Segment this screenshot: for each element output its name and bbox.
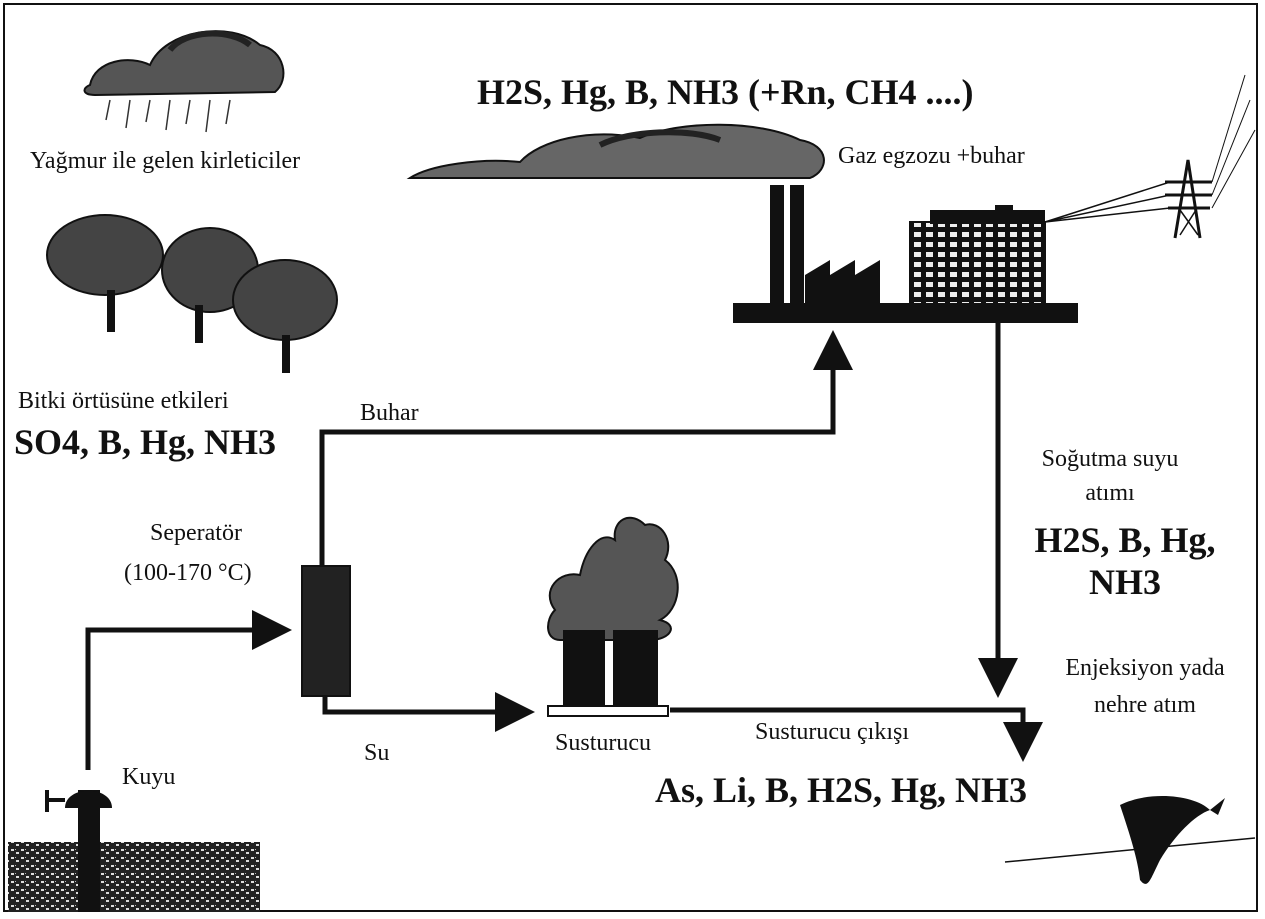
rain-label: Yağmur ile gelen kirleticiler	[30, 148, 301, 174]
steam-cloud-icon	[406, 123, 825, 179]
injection-label-line2: nehre atım	[1094, 692, 1196, 718]
silencer-icon	[547, 516, 679, 717]
trees-icon	[46, 214, 338, 373]
steam-to-plant-arrow	[319, 330, 853, 570]
water-to-silencer-arrow	[322, 692, 535, 732]
transmission-tower-icon	[1044, 74, 1256, 239]
water-label: Su	[364, 740, 390, 766]
injection-label-line1: Enjeksiyon yada	[1065, 655, 1225, 681]
separator-name-label: Seperatör	[150, 520, 242, 546]
power-plant-icon	[733, 185, 1078, 323]
flow-lines	[85, 323, 1043, 770]
cooling-water-label-line1: Soğutma suyu	[1041, 446, 1179, 472]
vegetation-chemicals-label: SO4, B, Hg, NH3	[14, 422, 277, 462]
diagram-frame	[3, 3, 1258, 912]
cooling-water-label-line2: atımı	[1085, 480, 1135, 506]
vegetation-title-label: Bitki örtüsüne etkileri	[18, 388, 229, 414]
silencer-outlet-arrow	[670, 707, 1043, 762]
wellhead-icon	[8, 790, 260, 912]
rain-cloud-icon	[83, 30, 285, 133]
cooling-chemicals-line2: NH3	[1089, 562, 1161, 602]
silencer-outlet-label: Susturucu çıkışı	[755, 719, 909, 745]
separator-temperature-label: (100-170 °C)	[124, 560, 252, 586]
outlet-chemicals-label: As, Li, B, H2S, Hg, NH3	[655, 770, 1028, 810]
separator-tank-icon	[301, 565, 351, 697]
well-to-separator-arrow	[85, 610, 292, 770]
emission-gases-label: H2S, Hg, B, NH3 (+Rn, CH4 ....)	[477, 72, 974, 112]
silencer-label: Susturucu	[555, 730, 651, 756]
fish-icon	[1004, 795, 1256, 884]
exhaust-label: Gaz egzozu +buhar	[838, 143, 1025, 169]
cooling-chemicals-line1: H2S, B, Hg,	[1034, 520, 1216, 560]
well-label: Kuyu	[122, 764, 176, 790]
steam-label: Buhar	[360, 400, 419, 426]
